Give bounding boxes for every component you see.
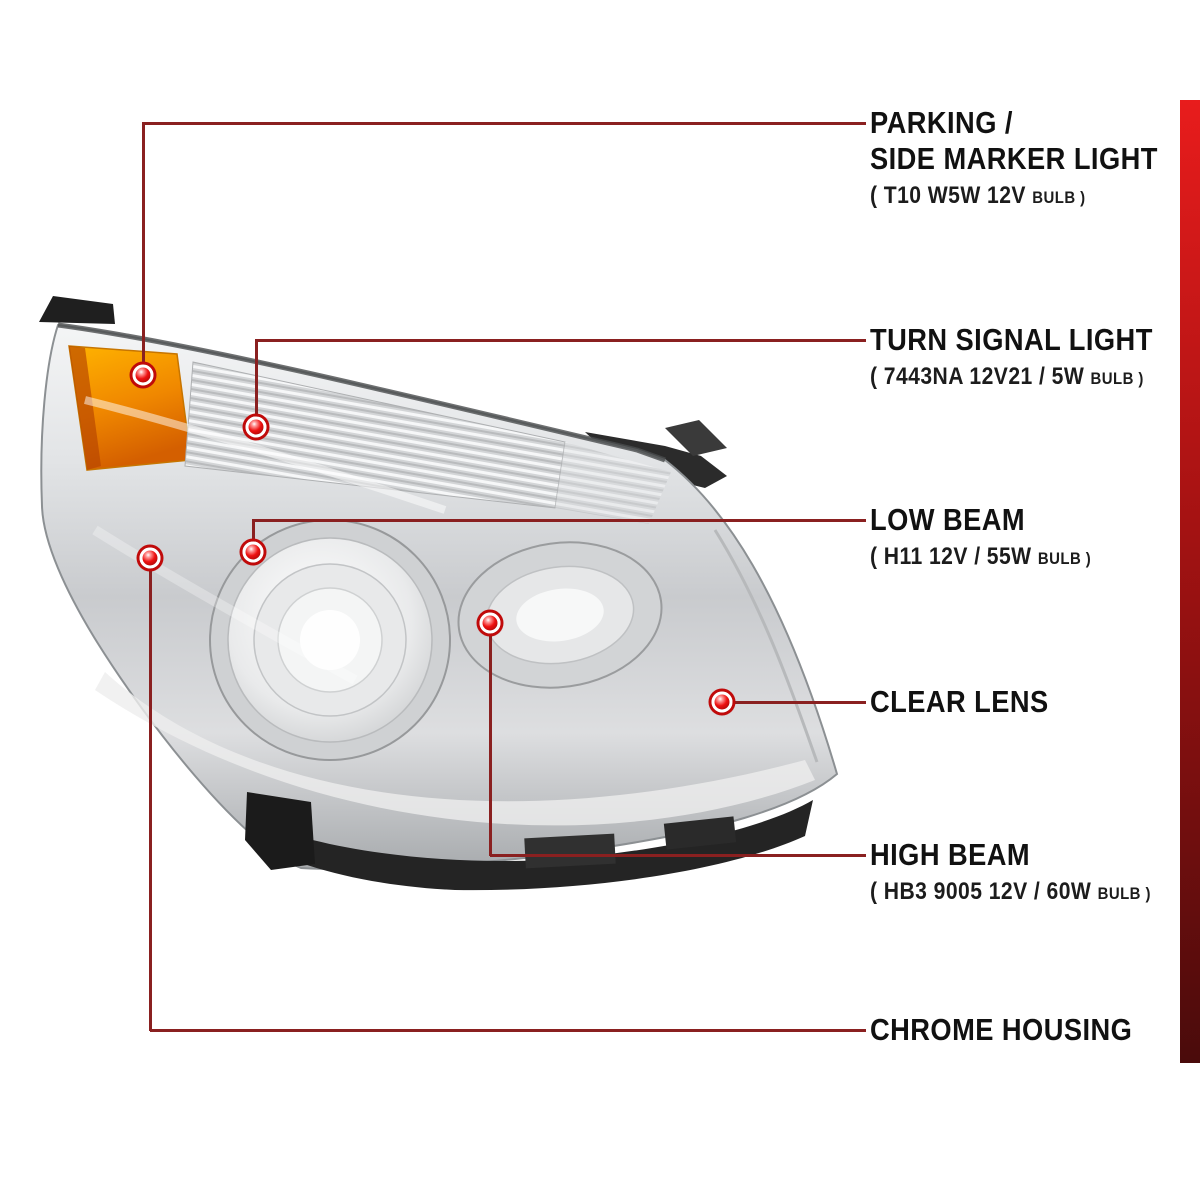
callout-spec: ( HB3 9005 12V / 60W BULB ) bbox=[870, 878, 1151, 905]
callout-parking-side-marker-light: PARKING / SIDE MARKER LIGHT ( T10 W5W 12… bbox=[870, 105, 1197, 210]
callout-title: LOW BEAM bbox=[870, 502, 1026, 537]
callout-title: CLEAR LENS bbox=[870, 684, 1049, 719]
leader-line-parking-v bbox=[142, 122, 145, 367]
marker-dot-highbeam bbox=[479, 612, 501, 634]
callout-title: SIDE MARKER LIGHT bbox=[870, 141, 1158, 176]
leader-line-turn-v bbox=[255, 339, 258, 418]
callout-title: CHROME HOUSING bbox=[870, 1012, 1133, 1047]
callout-spec: ( 7443NA 12V21 / 5W BULB ) bbox=[870, 363, 1144, 390]
leader-line-parking-h bbox=[143, 122, 866, 125]
leader-line-clearlens-h bbox=[722, 701, 866, 704]
callout-title: HIGH BEAM bbox=[870, 837, 1031, 872]
leader-line-lowbeam-v bbox=[252, 519, 255, 544]
callout-chrome-housing: CHROME HOUSING bbox=[870, 1012, 1168, 1048]
callout-title: TURN SIGNAL LIGHT bbox=[870, 322, 1153, 357]
leader-line-lowbeam-h bbox=[253, 519, 866, 522]
leader-line-highbeam-v bbox=[489, 632, 492, 856]
marker-dot-lowbeam bbox=[242, 541, 264, 563]
marker-dot-parking bbox=[132, 364, 154, 386]
callout-clear-lens: CLEAR LENS bbox=[870, 684, 1073, 720]
leader-line-chrome-h bbox=[150, 1029, 866, 1032]
callout-low-beam: LOW BEAM ( H11 12V / 55W BULB ) bbox=[870, 502, 1121, 571]
accent-bar bbox=[1180, 100, 1200, 1063]
callout-title: PARKING / bbox=[870, 105, 1013, 140]
marker-dot-chrome bbox=[139, 547, 161, 569]
marker-dot-turn bbox=[245, 416, 267, 438]
callout-turn-signal-light: TURN SIGNAL LIGHT ( 7443NA 12V21 / 5W BU… bbox=[870, 322, 1191, 391]
callout-spec: ( H11 12V / 55W BULB ) bbox=[870, 543, 1092, 570]
headlight-illustration bbox=[39, 296, 839, 891]
leader-line-chrome-v bbox=[149, 566, 152, 1031]
marker-dot-clearlens bbox=[711, 691, 733, 713]
callout-high-beam: HIGH BEAM ( HB3 9005 12V / 60W BULB ) bbox=[870, 837, 1189, 906]
leader-line-highbeam-h bbox=[490, 854, 866, 857]
leader-line-turn-h bbox=[256, 339, 866, 342]
callout-spec: ( T10 W5W 12V BULB ) bbox=[870, 182, 1086, 209]
